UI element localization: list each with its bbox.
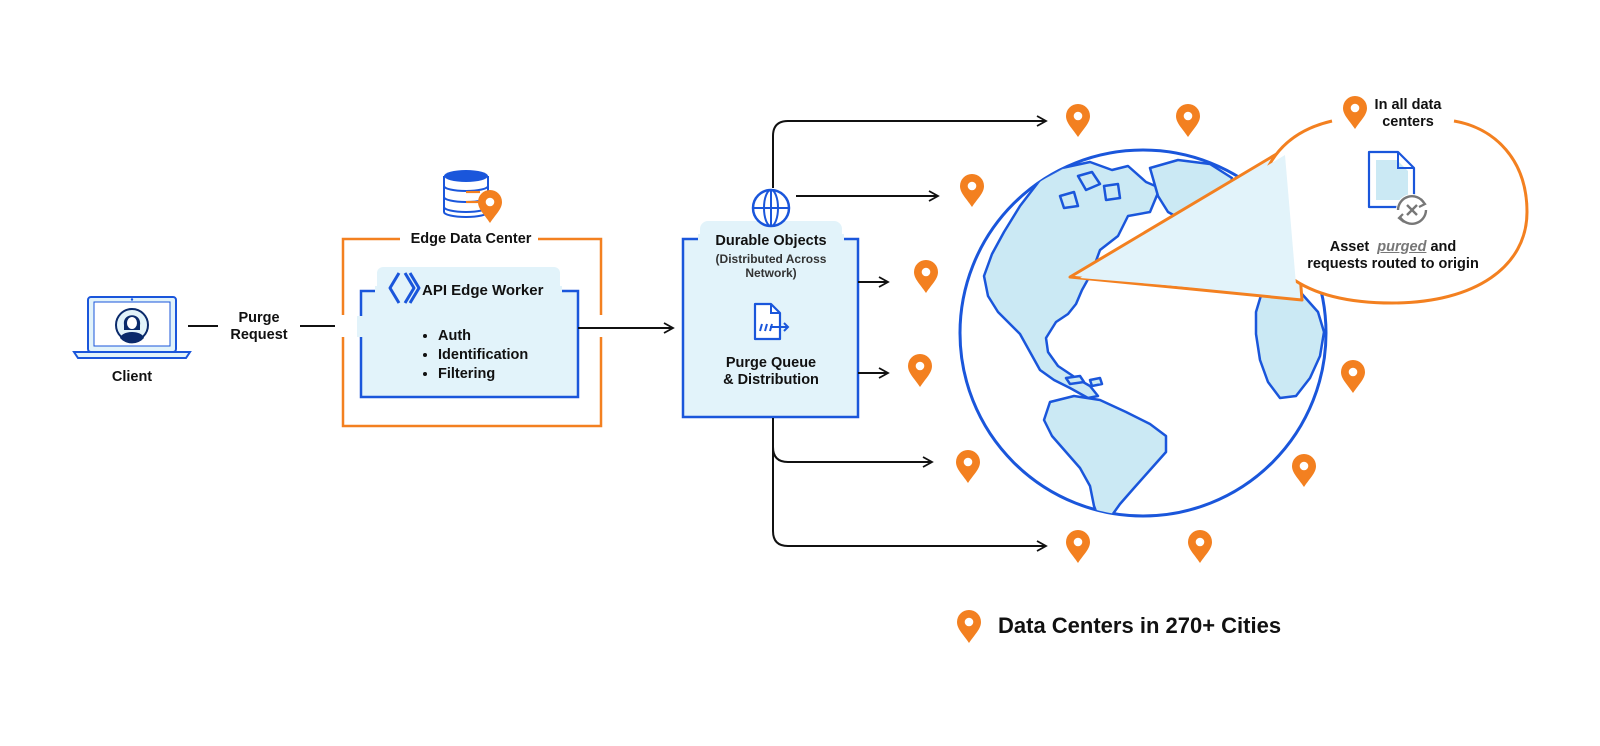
client-laptop-icon xyxy=(72,296,192,359)
durable-objects-subtitle-line1: (Distributed Across xyxy=(715,252,827,266)
distribution-arrows xyxy=(772,115,1048,552)
durable-objects-title: Durable Objects xyxy=(715,233,827,249)
callout-line2: requests routed to origin xyxy=(1307,255,1479,272)
database-server-icon xyxy=(443,170,502,223)
purge-queue-line1: Purge Queue xyxy=(725,355,817,371)
purge-queue-document-icon xyxy=(753,302,790,341)
worker-item-identification: Identification xyxy=(438,346,528,365)
worker-item-filtering: Filtering xyxy=(438,365,528,384)
api-edge-worker-list: Auth Identification Filtering xyxy=(418,327,528,384)
api-edge-worker-box xyxy=(359,289,580,399)
purge-request-line2: Request xyxy=(230,326,288,343)
durable-objects-subtitle: (Distributed Across Network) xyxy=(690,252,852,281)
purge-request-line1: Purge xyxy=(238,310,280,326)
data-center-callout xyxy=(1068,96,1529,305)
asset-word: Asset xyxy=(1329,239,1370,255)
legend-label: Data Centers in 270+ Cities xyxy=(998,613,1282,638)
user-avatar-icon xyxy=(115,308,149,344)
durable-objects-subtitle-line2: Network) xyxy=(745,265,797,280)
and-word: and xyxy=(1430,239,1457,255)
purged-word: purged xyxy=(1377,239,1427,255)
purged-asset-icon xyxy=(1367,150,1428,226)
callout-description: Asset purged and requests routed to orig… xyxy=(1290,239,1496,272)
purge-request-label: Purge Request xyxy=(220,310,298,343)
legend-pin-icon xyxy=(957,610,981,643)
purge-queue-line2: & Distribution xyxy=(723,371,819,388)
worker-item-auth: Auth xyxy=(438,327,528,346)
callout-header-line1: In all data xyxy=(1374,97,1442,113)
callout-header: In all data centers xyxy=(1362,97,1454,130)
callout-line1: Asset purged and xyxy=(1290,239,1496,256)
edge-data-center-title: Edge Data Center xyxy=(410,231,532,247)
globe-network-icon xyxy=(751,188,791,228)
workers-logo-icon xyxy=(388,272,421,304)
api-edge-worker-title: API Edge Worker xyxy=(422,282,544,299)
callout-header-line2: centers xyxy=(1382,113,1434,130)
client-label: Client xyxy=(111,369,153,385)
purge-queue-label: Purge Queue & Distribution xyxy=(690,355,852,388)
